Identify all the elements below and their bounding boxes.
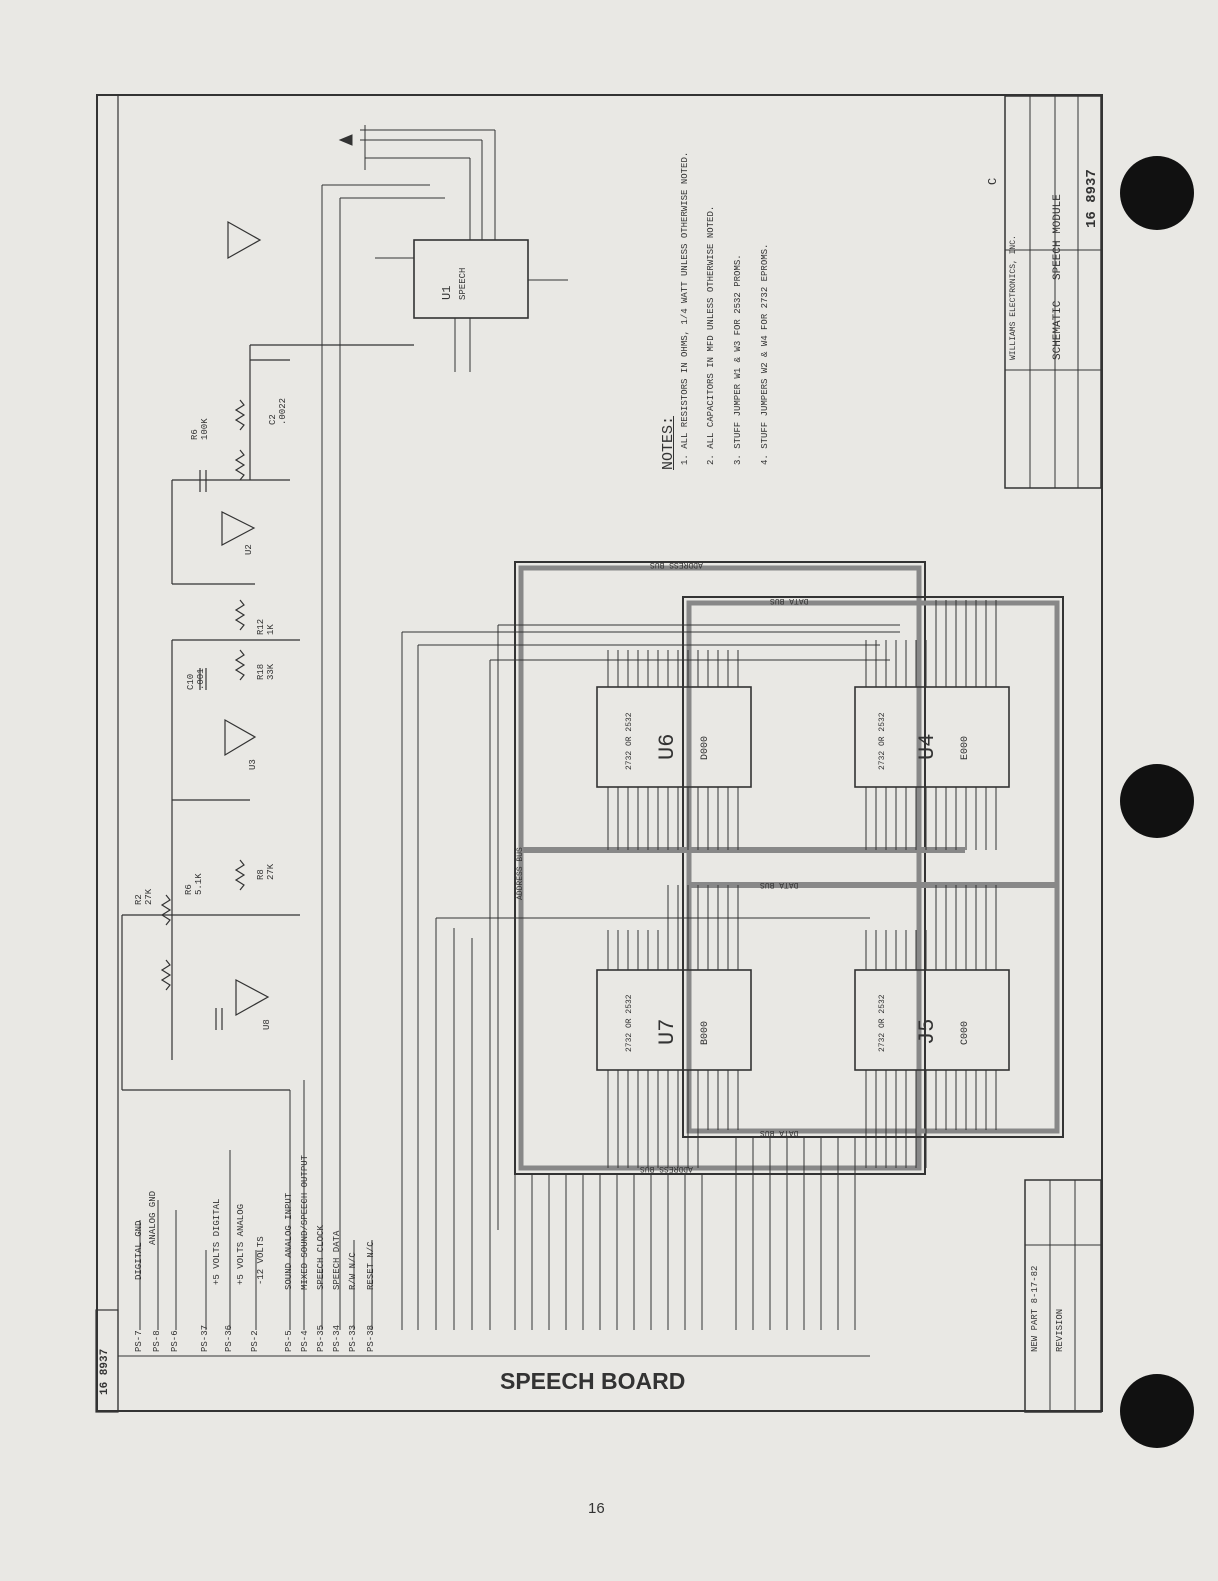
component-value: 1K (266, 624, 276, 635)
note-1: 1. ALL RESISTORS IN OHMS, 1/4 WATT UNLES… (680, 151, 690, 465)
component-ref: U1 (440, 285, 454, 300)
board-title: SPEECH BOARD (500, 1368, 686, 1394)
drawing-number-left: 16 8937 (99, 1348, 111, 1395)
component-value: 27K (266, 863, 276, 880)
component-ref: R8 (256, 869, 266, 880)
chip-u7-addr: B000 (700, 1020, 711, 1045)
component-ref: R6 (184, 884, 194, 895)
pin-label: PS-2 (250, 1330, 260, 1352)
pin-signal: MIXED SOUND/SPEECH OUTPUT (300, 1154, 310, 1290)
pin-signal: R/W N/C (348, 1252, 358, 1290)
chip-u4-part: 2732 OR 2532 (878, 712, 887, 770)
pin-signal: SPEECH CLOCK (316, 1225, 326, 1290)
chip-u4-ref: U4 (915, 733, 940, 760)
title-block-title1: SCHEMATIC (1052, 300, 1064, 360)
address-bus-label-left: ADDRESS BUS (516, 847, 525, 900)
punch-hole (1120, 156, 1194, 230)
title-block-title2: SPEECH MODULE (1052, 194, 1064, 280)
pin-signal: SOUND ANALOG INPUT (284, 1192, 294, 1290)
component-value: 33K (266, 663, 276, 680)
pin-signal: RESET N/C (366, 1241, 376, 1290)
pin-label: PS-36 (224, 1324, 234, 1352)
note-3: 3. STUFF JUMPER W1 & W3 FOR 2532 PROMS. (733, 254, 743, 465)
notes-heading: NOTES: (660, 415, 677, 470)
pin-label: PS-35 (316, 1324, 326, 1352)
pin-signal: DIGITAL GND (134, 1220, 144, 1280)
address-bus-label-bottom: ADDRESS BUS (640, 1164, 693, 1173)
title-block-size: C (986, 177, 1000, 185)
component-value: .001 (196, 668, 206, 690)
pin-label: PS-33 (348, 1324, 358, 1352)
punch-hole (1120, 1374, 1194, 1448)
chip-u6-ref: U6 (655, 733, 680, 760)
revision-line2: REVISION (1055, 1308, 1065, 1352)
note-2: 2. ALL CAPACITORS IN MFD UNLESS OTHERWIS… (706, 205, 716, 465)
chip-u7-ref: U7 (655, 1018, 680, 1045)
pin-label: PS-7 (134, 1330, 144, 1352)
chip-u6-addr: D000 (700, 735, 711, 760)
punch-hole (1120, 764, 1194, 838)
page-number: 16 (588, 1500, 605, 1517)
pin-label: PS-4 (300, 1330, 310, 1352)
note-4: 4. STUFF JUMPERS W2 & W4 FOR 2732 EPROMS… (760, 243, 770, 465)
pin-label: PS-6 (170, 1330, 180, 1352)
data-bus-label-mid: DATA BUS (760, 880, 799, 889)
component-ref: U3 (248, 759, 258, 770)
title-block-dwg-no: 16 8937 (1084, 169, 1100, 228)
component-value: 100K (200, 418, 210, 440)
component-ref: C2 (268, 414, 278, 425)
component-ref: R2 (134, 894, 144, 905)
drawing-frame (96, 94, 1103, 1412)
pin-label: PS-34 (332, 1324, 342, 1352)
component-ref: R6 (190, 429, 200, 440)
data-bus-label-top: DATA BUS (770, 596, 809, 605)
component-ref: R12 (256, 618, 266, 635)
component-value: SPEECH (458, 267, 468, 300)
component-value: .0022 (278, 397, 288, 425)
address-bus-label-top: ADDRESS BUS (650, 560, 703, 569)
pin-signal: +5 VOLTS ANALOG (236, 1203, 246, 1285)
pin-signal: +5 VOLTS DIGITAL (212, 1198, 222, 1285)
chip-j5-ref: J5 (915, 1018, 940, 1045)
pin-signal: -12 VOLTS (256, 1236, 266, 1285)
component-value: 5.1K (194, 873, 204, 895)
pin-signal: SPEECH DATA (332, 1230, 342, 1290)
pin-label: PS-8 (152, 1330, 162, 1352)
pin-signal: ANALOG GND (148, 1190, 158, 1245)
chip-u7-part: 2732 OR 2532 (625, 994, 634, 1052)
pin-label: PS-37 (200, 1324, 210, 1352)
revision-line1: NEW PART 8-17-82 (1030, 1265, 1040, 1352)
chip-u4-addr: E000 (960, 735, 971, 760)
component-ref: U2 (244, 544, 254, 555)
chip-u6-part: 2732 OR 2532 (625, 712, 634, 770)
component-ref: C10 (186, 673, 196, 690)
data-bus-label-bottom: DATA BUS (760, 1128, 799, 1137)
component-value: 27K (144, 888, 154, 905)
component-ref: U8 (262, 1019, 272, 1030)
pin-label: PS-38 (366, 1324, 376, 1352)
pin-label: PS-5 (284, 1330, 294, 1352)
component-ref: R18 (256, 663, 266, 680)
chip-j5-part: 2732 OR 2532 (878, 994, 887, 1052)
chip-j5-addr: C000 (960, 1020, 971, 1045)
title-block-company: WILLIAMS ELECTRONICS, INC. (1009, 235, 1018, 360)
